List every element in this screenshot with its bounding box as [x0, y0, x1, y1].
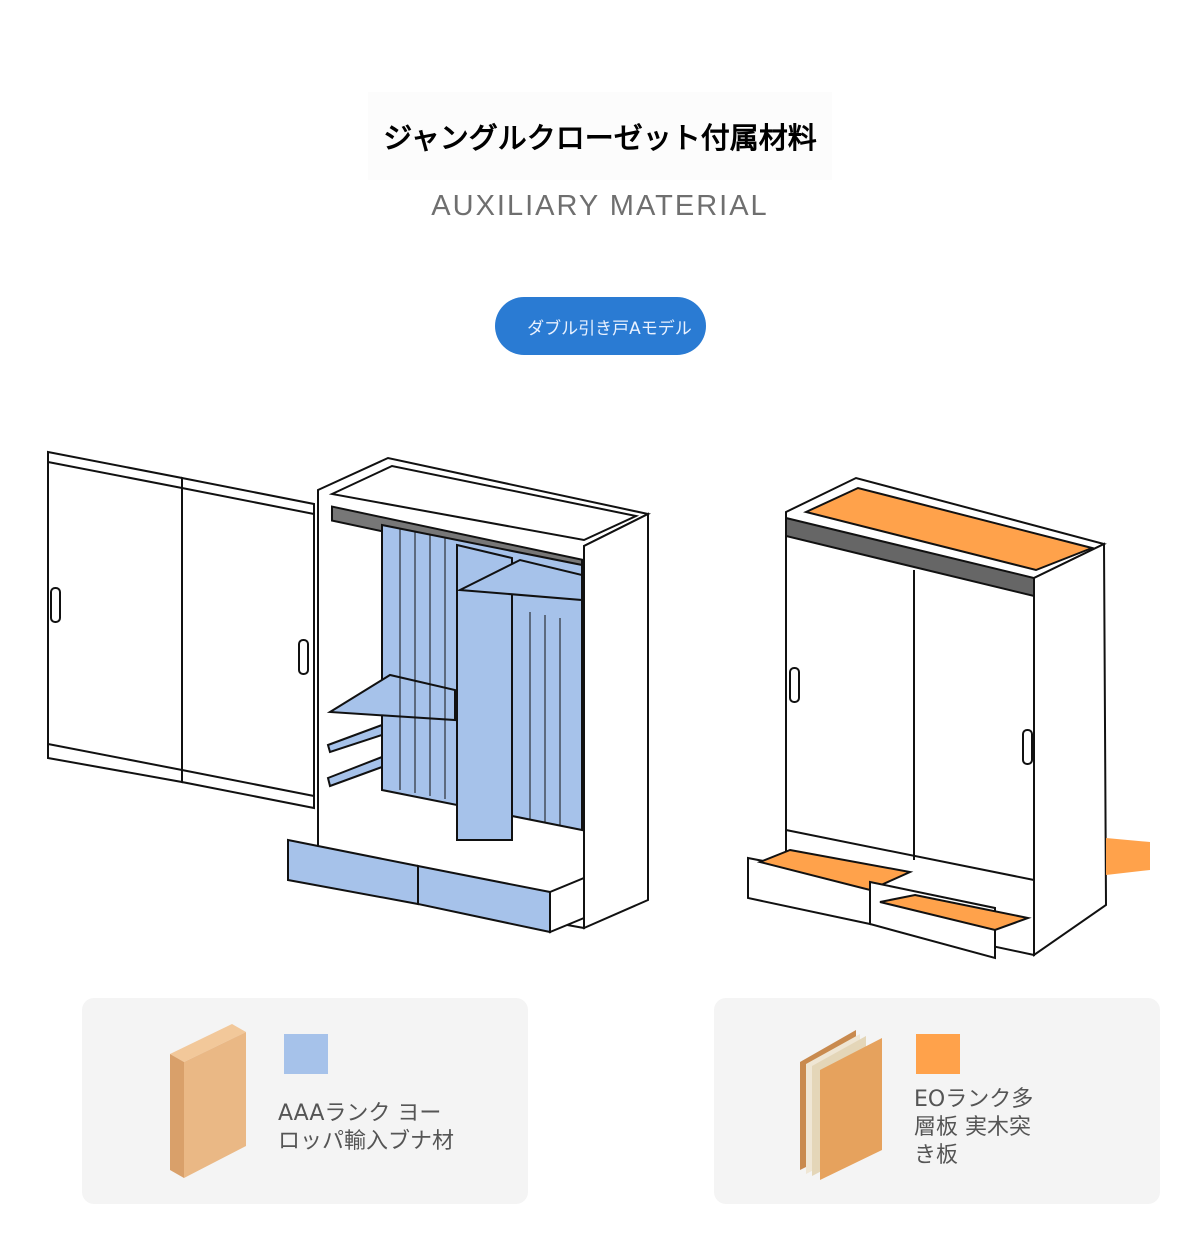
- plywood-color-swatch: [916, 1034, 960, 1074]
- material-card-plywood: EOランク多 層板 実木突 き板: [714, 998, 1160, 1204]
- page-subtitle: AUXILIARY MATERIAL: [431, 190, 769, 222]
- beech-material-label: AAAランク ヨー ロッパ輸入ブナ材: [278, 1101, 455, 1154]
- beech-color-swatch: [284, 1034, 328, 1074]
- open-wardrobe-illustration: [47, 450, 651, 934]
- beech-board-image: [170, 1024, 246, 1178]
- wardrobe-illustrations: [47, 450, 1150, 960]
- material-card-beech: AAAランク ヨー ロッパ輸入ブナ材: [82, 998, 528, 1204]
- closed-wardrobe-illustration: [747, 476, 1150, 960]
- model-tab-button[interactable]: ダブル引き戸Aモデル: [495, 297, 706, 355]
- plywood-material-label: EOランク多 層板 実木突 き板: [914, 1087, 1034, 1168]
- page-title: ジャングルクローゼット付属材料: [368, 92, 832, 180]
- plywood-board-image: [800, 1030, 882, 1180]
